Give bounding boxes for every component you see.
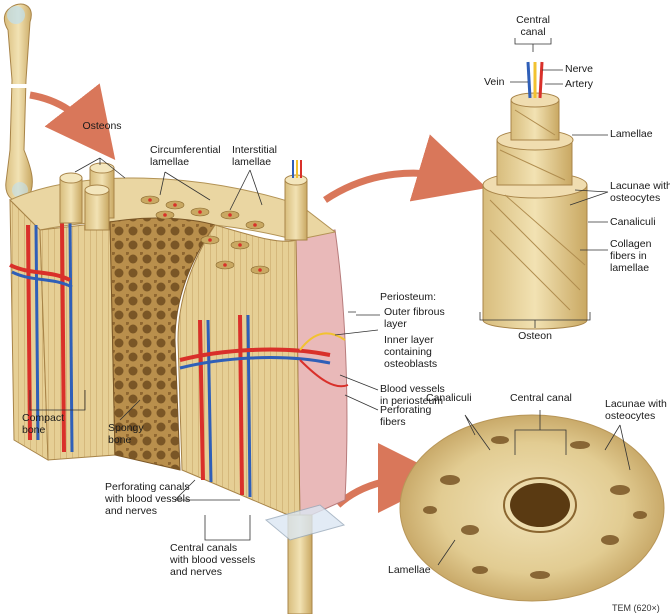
- label-lamellae-bottom: Lamellae: [388, 564, 431, 576]
- label-tem-magnification: TEM (620×): [612, 603, 660, 613]
- label-outer-fibrous-layer: Outer fibrous layer: [384, 306, 445, 330]
- tem-micrograph: [399, 414, 665, 602]
- label-lamellae-top: Lamellae: [610, 128, 653, 140]
- label-canaliculi-top: Canaliculi: [610, 216, 656, 228]
- label-perforating-canals: Perforating canals with blood vessels an…: [105, 481, 191, 517]
- label-central-canal-top: Central canal: [516, 14, 550, 38]
- label-central-canals: Central canals with blood vessels and ne…: [170, 542, 256, 578]
- label-artery: Artery: [565, 78, 594, 90]
- label-osteon: Osteon: [518, 330, 552, 342]
- osteon-illustration: [482, 61, 588, 330]
- label-compact-bone: Compact bone: [22, 412, 65, 436]
- label-spongy-bone: Spongy bone: [108, 422, 144, 446]
- leader-lines: [29, 38, 631, 566]
- label-inner-layer: Inner layer containing osteoblasts: [384, 334, 438, 370]
- arrow-section-to-osteon: [323, 134, 487, 203]
- label-lacunae-top: Lacunae with osteocytes: [610, 180, 670, 204]
- label-circumferential-lamellae: Circumferential lamellae: [150, 144, 221, 168]
- arrow-bone-to-section: [29, 83, 116, 161]
- label-vein: Vein: [484, 76, 505, 88]
- label-interstitial-lamellae: Interstitial lamellae: [232, 144, 277, 168]
- label-perforating-fibers: Perforating fibers: [380, 404, 432, 428]
- label-periosteum: Periosteum:: [380, 291, 437, 303]
- label-central-canal-bottom: Central canal: [510, 392, 572, 404]
- label-nerve: Nerve: [565, 63, 594, 75]
- label-canaliculi-bottom: Canaliculi: [426, 392, 472, 404]
- label-osteons: Osteons: [82, 120, 122, 132]
- long-bone-icon: [3, 3, 33, 202]
- label-lacunae-bottom: Lacunae with osteocytes: [605, 398, 667, 422]
- label-blood-vessels-periosteum: Blood vessels in periosteum: [380, 383, 445, 407]
- bone-section-illustration: [9, 160, 349, 614]
- label-collagen-fibers: Collagen fibers in lamellae: [610, 238, 652, 274]
